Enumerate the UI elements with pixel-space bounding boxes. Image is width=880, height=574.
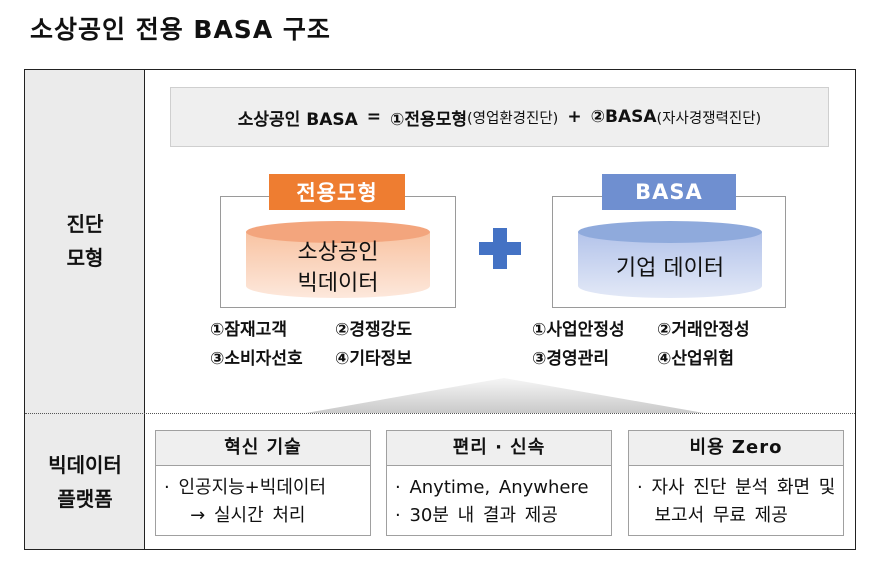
formula-lhs: 소상공인 BASA: [237, 109, 358, 130]
platform-box-convenience: 편리 · 신속 · Anytime, Anywhere · 30분 내 결과 제…: [386, 430, 612, 536]
platform-title-cost: 비용 Zero: [629, 431, 843, 466]
platform-row-label: 빅데이터 플랫폼: [25, 448, 145, 516]
formula-equals: =: [366, 107, 382, 127]
funnel-triangle-icon: [306, 378, 704, 413]
left-cylinder-line2: 빅데이터: [297, 271, 379, 296]
right-model-tag: BASA: [602, 174, 736, 210]
formula-term1: ①전용모형: [390, 109, 467, 130]
row-separator: [25, 413, 855, 414]
diagnosis-label-line1: 진단: [66, 212, 104, 236]
left-cylinder-line1: 소상공인: [297, 240, 379, 265]
structure-frame: 진단 모형 빅데이터 플랫폼 소상공인 BASA = ①전용모형 (영업환경진단…: [24, 69, 856, 550]
left-item-2: ②경쟁강도: [335, 320, 412, 340]
diagnosis-label-line2: 모형: [66, 246, 104, 270]
platform-title-innovation: 혁신 기술: [156, 431, 370, 466]
right-item-2: ②거래안정성: [657, 320, 750, 340]
cylinder-blue-icon: 기업 데이터: [577, 220, 763, 300]
diagnosis-row-label: 진단 모형: [25, 207, 145, 275]
platform-innovation-line2: → 실시간 처리: [164, 505, 306, 526]
formula-term2: ②BASA: [590, 107, 657, 127]
right-cylinder-line1: 기업 데이터: [615, 256, 725, 281]
platform-label-line2: 플랫폼: [57, 487, 113, 511]
platform-convenience-line2: · 30분 내 결과 제공: [395, 505, 558, 526]
right-item-3: ③경영관리: [532, 349, 609, 369]
cylinder-orange-icon: 소상공인 빅데이터: [245, 220, 431, 300]
left-item-1: ①잠재고객: [210, 320, 287, 340]
right-item-1: ①사업안정성: [532, 320, 625, 340]
formula-plus: +: [567, 107, 582, 127]
left-item-4: ④기타정보: [335, 349, 412, 369]
left-item-3: ③소비자선호: [210, 349, 303, 369]
platform-label-line1: 빅데이터: [48, 453, 122, 477]
platform-box-cost: 비용 Zero · 자사 진단 분석 화면 및 보고서 무료 제공: [628, 430, 844, 536]
formula-banner: 소상공인 BASA = ①전용모형 (영업환경진단) + ②BASA (자사경쟁…: [170, 87, 829, 147]
formula-term2-paren: (자사경쟁력진단): [656, 110, 762, 127]
platform-box-innovation: 혁신 기술 · 인공지능+빅데이터 → 실시간 처리: [155, 430, 371, 536]
right-item-4: ④산업위험: [657, 349, 734, 369]
platform-cost-line1: · 자사 진단 분석 화면 및: [637, 477, 836, 498]
page-title: 소상공인 전용 BASA 구조: [30, 15, 331, 44]
platform-cost-line2: 보고서 무료 제공: [637, 505, 788, 526]
platform-title-convenience: 편리 · 신속: [387, 431, 611, 466]
row-label-column: [25, 70, 145, 549]
platform-innovation-line1: · 인공지능+빅데이터: [164, 477, 327, 498]
formula-term1-paren: (영업환경진단): [466, 110, 559, 127]
left-model-tag: 전용모형: [269, 174, 405, 210]
platform-convenience-line1: · Anytime, Anywhere: [395, 477, 589, 498]
